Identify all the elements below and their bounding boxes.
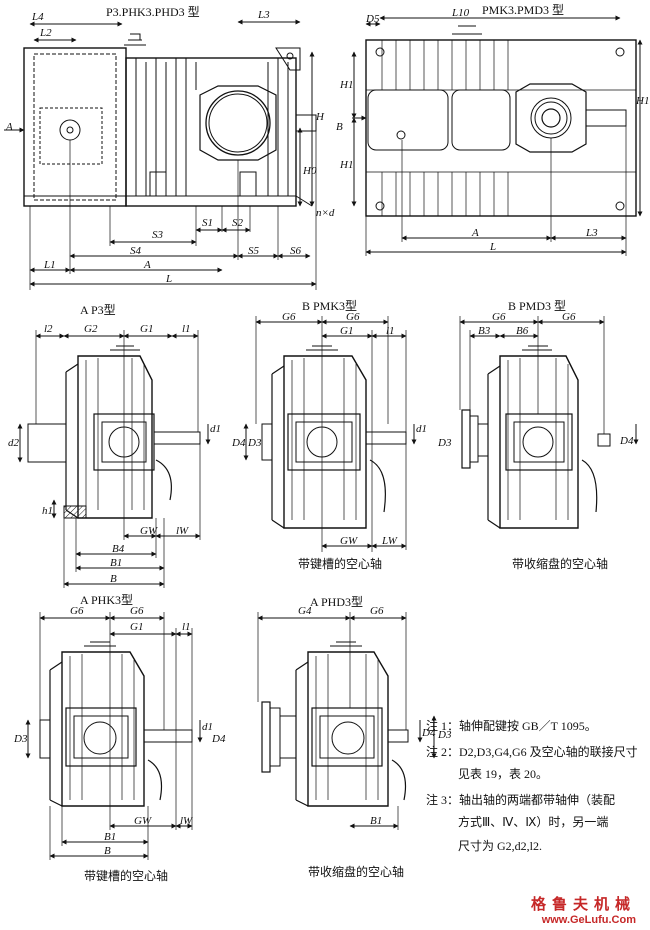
label-G6-bl: G6: [70, 605, 84, 617]
label-G1-center: G1: [340, 325, 354, 337]
label-D3-bl: D3: [14, 733, 28, 745]
view-mid-right: [459, 316, 639, 529]
label-L4: L4: [32, 11, 44, 23]
label-D4-bl: D4: [212, 733, 226, 745]
label-B3: B3: [478, 325, 491, 337]
title-mid-right: B PMD3 型: [508, 299, 567, 313]
label-h1: h1: [42, 505, 53, 517]
label-l1-center: l1: [386, 325, 395, 337]
label-L3: L3: [258, 9, 270, 21]
title-mid-center: B PMK3型: [302, 299, 358, 313]
label-L3-right: L3: [586, 227, 598, 239]
label-H0: H0: [303, 165, 317, 177]
view-bot-left: [25, 612, 203, 860]
label-LW-center: LW: [382, 535, 397, 547]
label-S2: S2: [232, 217, 243, 229]
title-bot-left: A PHK3型: [80, 593, 134, 607]
label-H1-upper: H1: [340, 79, 354, 91]
view-mid-center: [243, 316, 417, 552]
label-G1-bl: G1: [130, 621, 144, 633]
label-B6: B6: [516, 325, 529, 337]
label-H1-lower: H1: [340, 159, 354, 171]
label-nxd: n×d: [316, 207, 335, 219]
label-G6-mr-left: G6: [492, 311, 506, 323]
label-L1: L1: [44, 259, 56, 271]
view-mid-left: [17, 330, 211, 588]
watermark: 格鲁夫机械 www.GeLufu.Com: [531, 893, 636, 926]
label-B-input: B: [336, 121, 343, 133]
label-L-base: L: [166, 273, 173, 285]
label-G1: G1: [140, 323, 154, 335]
label-A-base: A: [144, 259, 151, 271]
view-top-left: [4, 19, 317, 290]
label-G2: G2: [84, 323, 98, 335]
label-D3-mr: D3: [438, 437, 452, 449]
note-2: 注 2：D2,D3,G4,G6 及空心轴的联接尺寸: [426, 745, 638, 759]
caption-bot-left: 带键槽的空心轴: [84, 869, 169, 883]
label-lW-bl: lW: [180, 815, 193, 827]
label-B1: B1: [110, 557, 123, 569]
label-L10: L10: [452, 7, 470, 19]
caption-mid-right: 带收缩盘的空心轴: [512, 557, 609, 571]
caption-mid-center: 带键槽的空心轴: [298, 557, 383, 571]
label-G6-br: G6: [370, 605, 384, 617]
note-3b: 方式Ⅲ、Ⅳ、Ⅸ）时，另一端: [458, 815, 609, 829]
label-S1: S1: [202, 217, 213, 229]
view-bot-right: [257, 612, 437, 830]
label-G6-left: G6: [282, 311, 296, 323]
label-D4-br: D4: [422, 727, 436, 739]
label-L2: L2: [40, 27, 52, 39]
watermark-url: www.GeLufu.Com: [541, 914, 636, 926]
label-D3-br: D3: [438, 729, 452, 741]
label-l1: l1: [182, 323, 191, 335]
label-D3-center: D3: [248, 437, 262, 449]
label-GW: GW: [140, 525, 158, 537]
label-H: H: [316, 111, 324, 123]
note-3: 注 3：轴出轴的两端都带轴伸（装配: [426, 793, 616, 807]
note-3c: 尺寸为 G2,d2,l2.: [458, 839, 543, 853]
label-G6-bl-right: G6: [130, 605, 144, 617]
label-D5: D5: [366, 13, 380, 25]
label-A-input: A: [6, 121, 13, 133]
note-1: 注 1：轴伸配键按 GB／T 1095。: [426, 719, 597, 733]
label-d1-bl: d1: [202, 721, 213, 733]
label-lW: lW: [176, 525, 189, 537]
label-G6-mr-right: G6: [562, 311, 576, 323]
label-S4: S4: [130, 245, 141, 257]
label-H-right: H1: [636, 95, 650, 107]
label-B: B: [110, 573, 117, 585]
title-top-right: PMK3.PMD3 型: [482, 3, 565, 17]
label-S6: S6: [290, 245, 301, 257]
caption-bot-right: 带收缩盘的空心轴: [308, 865, 405, 879]
label-D4-center: D4: [232, 437, 246, 449]
label-B-bl: B: [104, 845, 111, 857]
label-B1-br: B1: [370, 815, 383, 827]
label-L-right: L: [490, 241, 497, 253]
label-A-right: A: [472, 227, 479, 239]
label-GW-bl: GW: [134, 815, 152, 827]
label-D4-mr: D4: [620, 435, 634, 447]
watermark-cn: 格鲁夫机械: [530, 897, 636, 913]
label-G4-br: G4: [298, 605, 312, 617]
title-bot-right: A PHD3型: [310, 595, 364, 609]
label-d2: d2: [8, 437, 19, 449]
label-S5: S5: [248, 245, 259, 257]
note-2b: 见表 19，表 20。: [458, 767, 549, 781]
title-top-left: P3.PHK3.PHD3 型: [106, 5, 200, 19]
label-S3: S3: [152, 229, 163, 241]
label-l2: l2: [44, 323, 53, 335]
label-d1-center: d1: [416, 423, 427, 435]
label-l1-bl: l1: [182, 621, 191, 633]
label-GW-center: GW: [340, 535, 358, 547]
label-B4: B4: [112, 543, 125, 555]
label-d1: d1: [210, 423, 221, 435]
label-B1-bl: B1: [104, 831, 117, 843]
view-top-right: [351, 15, 643, 256]
title-mid-left: A P3型: [80, 303, 116, 317]
label-G6-right: G6: [346, 311, 360, 323]
